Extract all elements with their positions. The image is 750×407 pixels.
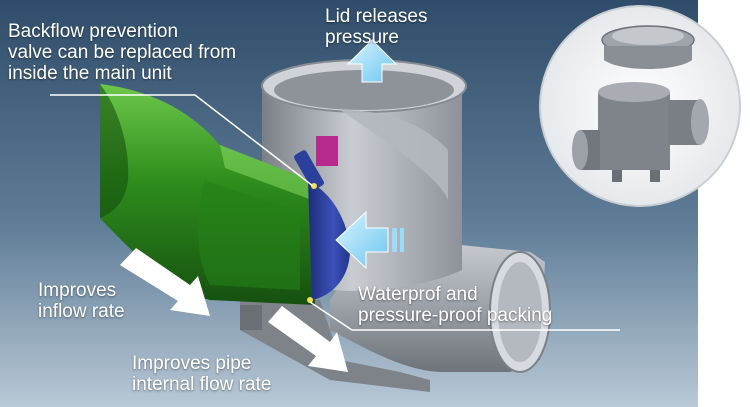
pressure-arrow-icon bbox=[335, 210, 404, 270]
backflow-valve-label: Backflow prevention valve can be replace… bbox=[8, 21, 237, 84]
lid-arrow-icon bbox=[346, 39, 398, 83]
product-inset bbox=[539, 5, 741, 207]
packing-leader-line bbox=[309, 301, 620, 331]
packing-label: Waterprof and pressure-proof packing bbox=[358, 284, 553, 326]
backflow-leader-line bbox=[50, 94, 314, 187]
inflow-rate-label: Improves inflow rate bbox=[38, 280, 125, 322]
callout-lines bbox=[50, 94, 620, 331]
backflow-valve bbox=[294, 150, 350, 303]
pipe-flow-arrow-icon bbox=[268, 306, 348, 372]
lid-pressure-label: Lid releases pressure bbox=[325, 6, 428, 48]
pipe-flow-label: Improves pipe internal flow rate bbox=[132, 353, 272, 395]
inflow-arrow-icon bbox=[120, 248, 210, 316]
green-inlet-pipe bbox=[100, 84, 315, 305]
